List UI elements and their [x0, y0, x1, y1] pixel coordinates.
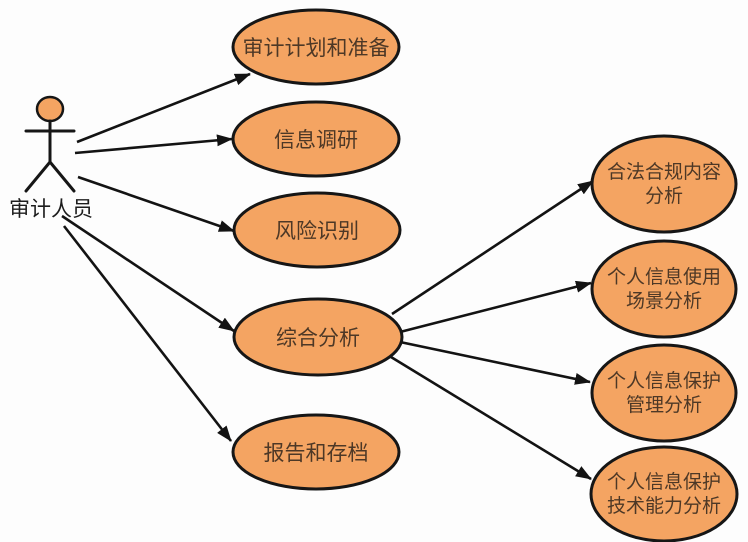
info-research-ellipse — [231, 100, 401, 178]
edge-analysis-protection-tech — [390, 355, 592, 481]
comprehensive-analysis-ellipse — [232, 297, 404, 377]
use-case-node-risk-identify: 风险识别 — [232, 191, 402, 269]
actor-head-icon — [35, 95, 65, 123]
protection-tech-ellipse — [589, 445, 739, 542]
use-case-node-protection-management-analysis: 个人信息保护 管理分析 — [590, 343, 738, 443]
actor-left-leg — [24, 160, 52, 193]
edge-actor-report-archive — [62, 225, 233, 442]
actor-auditor: 审计人员 — [9, 95, 93, 221]
protection-management-label-line2: 管理分析 — [626, 394, 702, 416]
use-case-node-info-research: 信息调研 — [231, 100, 401, 178]
usage-scenario-label-line2: 场景分析 — [626, 290, 702, 312]
risk-identify-ellipse — [232, 191, 402, 269]
info-research-label: 信息调研 — [274, 129, 358, 152]
protection-tech-label-line1: 个人信息保护 — [607, 471, 721, 493]
use-case-node-protection-tech-analysis: 个人信息保护 技术能力分析 — [589, 445, 739, 542]
use-case-node-audit-plan: 审计计划和准备 — [231, 8, 401, 86]
use-case-node-report-archive: 报告和存档 — [231, 413, 401, 491]
protection-management-ellipse — [590, 343, 738, 443]
edges-analysis — [390, 179, 594, 481]
legal-compliance-ellipse — [590, 134, 738, 234]
edge-actor-risk-identify — [77, 175, 235, 233]
audit-plan-ellipse — [231, 8, 401, 86]
legal-compliance-label-line1: 合法合规内容 — [607, 161, 721, 183]
protection-management-label-line1: 个人信息保护 — [607, 370, 721, 392]
edge-actor-comprehensive-analysis — [61, 214, 235, 333]
usage-scenario-ellipse — [590, 239, 738, 339]
use-case-node-usage-scenario-analysis: 个人信息使用 场景分析 — [590, 239, 738, 339]
edge-actor-audit-plan — [76, 72, 251, 144]
audit-plan-label: 审计计划和准备 — [243, 37, 390, 60]
risk-identify-label: 风险识别 — [275, 220, 359, 243]
edge-analysis-usage-scenario — [399, 280, 592, 334]
use-case-node-comprehensive-analysis: 综合分析 — [232, 297, 404, 377]
legal-compliance-label-line2: 分析 — [645, 185, 683, 207]
usage-scenario-label-line1: 个人信息使用 — [607, 266, 721, 288]
edge-actor-info-research — [74, 134, 233, 155]
comprehensive-analysis-label: 综合分析 — [276, 327, 360, 350]
report-archive-label: 报告和存档 — [264, 442, 369, 465]
edge-analysis-legal-compliance — [391, 179, 594, 316]
report-archive-ellipse — [231, 413, 401, 491]
edges-actor — [61, 72, 251, 442]
protection-tech-label-line2: 技术能力分析 — [607, 495, 721, 517]
actor-right-leg — [48, 160, 76, 193]
edge-analysis-protection-management — [399, 340, 591, 385]
actor-label: 审计人员 — [9, 198, 93, 221]
use-case-node-legal-compliance-analysis: 合法合规内容 分析 — [590, 134, 738, 234]
